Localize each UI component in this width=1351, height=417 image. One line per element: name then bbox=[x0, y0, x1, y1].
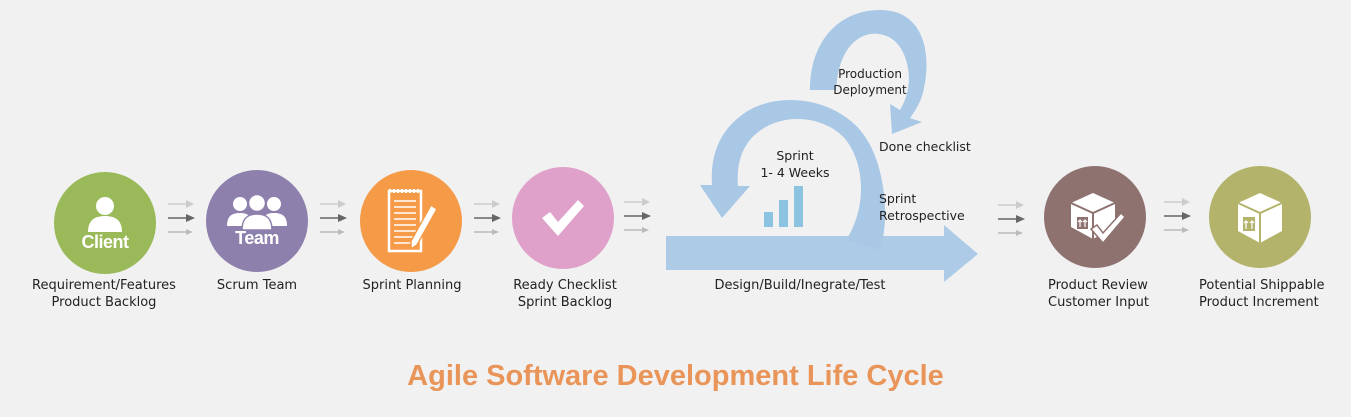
sprint-retrospective-label: Sprint Retrospective bbox=[879, 191, 965, 223]
notepad-pen-icon bbox=[387, 189, 438, 253]
ready-caption: Ready Checklist Sprint Backlog bbox=[513, 278, 617, 310]
diagram-title: Agile Software Development Life Cycle bbox=[407, 360, 944, 392]
checkmark-icon bbox=[542, 200, 584, 236]
shippable-circle bbox=[1209, 166, 1311, 268]
team-badge: Team bbox=[235, 227, 279, 248]
connector-arrow-5 bbox=[998, 201, 1025, 236]
client-caption: Requirement/Features Product Backlog bbox=[32, 278, 176, 310]
process-arrow-icon bbox=[666, 225, 978, 282]
sprint-center-label: Sprint 1- 4 Weeks bbox=[760, 148, 830, 180]
connector-arrow-6 bbox=[1164, 198, 1191, 233]
done-checklist-label: Done checklist bbox=[879, 139, 971, 154]
client-badge: Client bbox=[81, 231, 129, 252]
connector-arrow-4 bbox=[624, 198, 651, 233]
client-circle: Client bbox=[54, 172, 156, 274]
production-deployment-label: Production Deployment bbox=[833, 67, 907, 97]
planning-circle bbox=[360, 170, 462, 272]
design-build-label: Design/Build/Inegrate/Test bbox=[714, 278, 886, 293]
connector-arrow-1 bbox=[168, 200, 195, 235]
sprint-loop-arrow-icon bbox=[700, 99, 886, 250]
box-icon bbox=[1237, 193, 1283, 243]
user-icon bbox=[88, 196, 122, 232]
connector-arrow-3 bbox=[474, 200, 501, 235]
shippable-caption: Potential Shippable Product Increment bbox=[1199, 278, 1325, 310]
review-circle bbox=[1044, 166, 1146, 268]
box-check-icon bbox=[1070, 193, 1127, 245]
bar-chart-icon bbox=[764, 186, 803, 227]
deployment-loop-arrow-icon bbox=[810, 10, 927, 134]
connector-arrow-2 bbox=[320, 200, 347, 235]
ready-circle bbox=[512, 167, 614, 269]
group-icon bbox=[227, 193, 287, 230]
sprint-cycle-graphic bbox=[666, 10, 978, 282]
review-caption: Product Review Customer Input bbox=[1048, 278, 1149, 310]
planning-caption: Sprint Planning bbox=[362, 278, 462, 293]
team-caption: Scrum Team bbox=[216, 278, 298, 293]
team-circle: Team bbox=[206, 170, 308, 272]
